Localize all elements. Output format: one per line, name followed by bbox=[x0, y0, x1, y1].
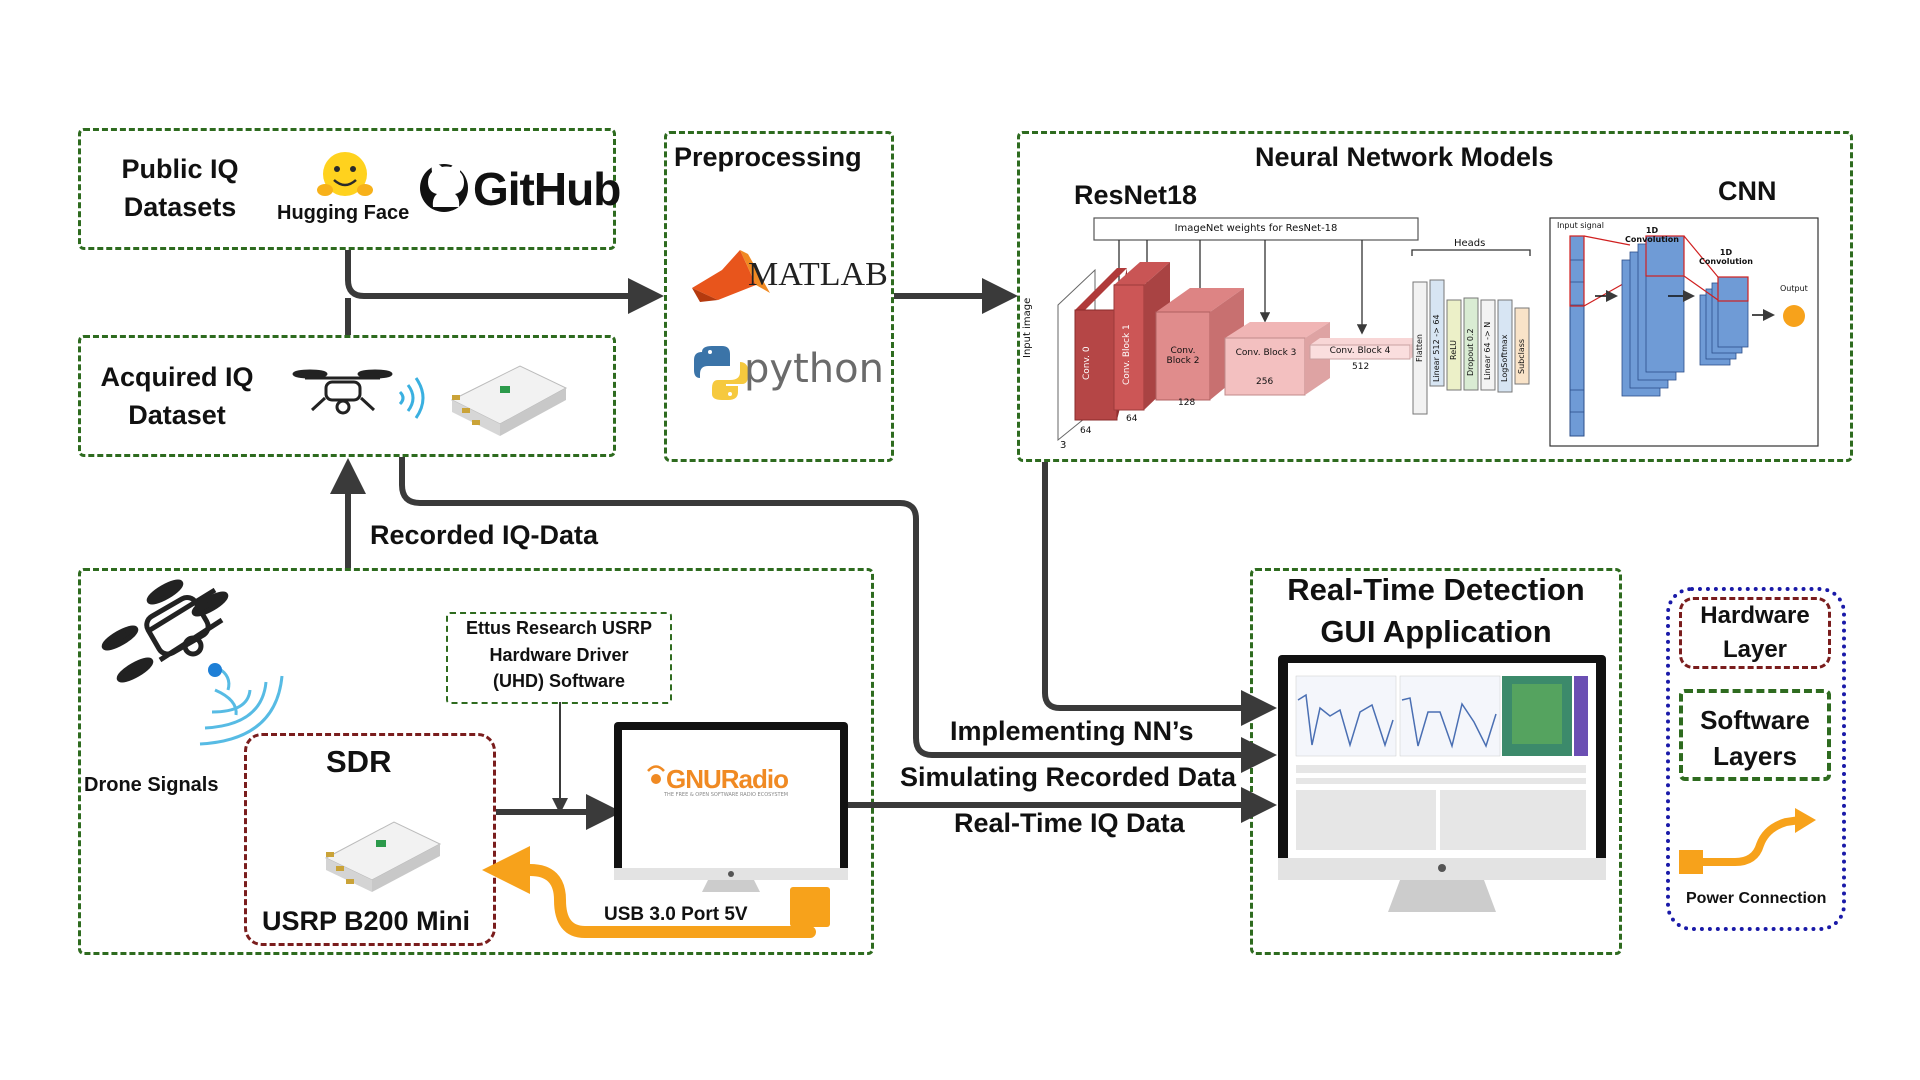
gnuradio-computer bbox=[614, 722, 848, 892]
resnet-block-label: Conv. Block 3 bbox=[1235, 348, 1297, 358]
signal-waves-large bbox=[199, 666, 284, 746]
uhd-box bbox=[446, 612, 672, 704]
resnet-block-size: 512 bbox=[1352, 362, 1370, 372]
legend-software-label: Software bbox=[1700, 705, 1810, 735]
drone-icon-large bbox=[101, 579, 229, 683]
resnet-block-size: 128 bbox=[1178, 398, 1196, 408]
preprocessing-box bbox=[664, 131, 894, 462]
uhd-line: Ettus Research USRP bbox=[465, 618, 653, 638]
nn-title: Neural Network Models bbox=[1255, 142, 1554, 172]
gui-computer bbox=[1278, 655, 1606, 912]
cnn-conv2-label: 1D Convolution bbox=[1699, 248, 1753, 266]
resnet-block-label: Conv. Block 1 bbox=[1122, 324, 1132, 385]
resnet-diagram bbox=[1057, 217, 1531, 442]
sdr-device-label: USRP B200 Mini bbox=[262, 906, 471, 936]
preprocessing-title: Preprocessing bbox=[674, 142, 862, 172]
github-logo bbox=[420, 163, 468, 212]
public-iq-box bbox=[78, 128, 616, 250]
sdr-hardware-box bbox=[244, 733, 496, 946]
legend-software-label2: Layers bbox=[1713, 741, 1797, 771]
resnet-weights-label: ImageNet weights for ResNet-18 bbox=[1174, 223, 1338, 234]
signal-source-dot bbox=[208, 663, 222, 677]
usb-port-label: USB 3.0 Port 5V bbox=[604, 904, 748, 925]
simulating-arrow bbox=[399, 457, 1277, 773]
resnet-block-label: Conv. Block 4 bbox=[1329, 346, 1391, 356]
nn-to-gui-arrow bbox=[1042, 462, 1277, 726]
usb-port-block bbox=[790, 887, 830, 927]
uhd-line: Hardware Driver bbox=[489, 645, 629, 665]
resnet-head-layer: Linear 512 -> 64 bbox=[1432, 314, 1441, 382]
resnet-head-layer: LogSoftmax bbox=[1500, 334, 1509, 382]
sdr-section-box bbox=[78, 568, 874, 955]
resnet-head-layer: Dropout 0.2 bbox=[1466, 328, 1475, 376]
gui-title-line1: Real-Time Detection bbox=[1287, 572, 1585, 607]
resnet-block-size: 64 bbox=[1126, 414, 1138, 424]
cnn-diagram bbox=[1549, 217, 1819, 447]
legend-hardware-swatch bbox=[1679, 597, 1831, 669]
legend-power-label: Power Connection bbox=[1686, 890, 1827, 907]
resnet-input-size: 3 bbox=[1060, 440, 1067, 451]
resnet-block-size: 256 bbox=[1256, 377, 1274, 387]
legend-hardware-label2: Layer bbox=[1722, 636, 1788, 663]
github-label: GitHub bbox=[473, 163, 621, 215]
resnet-head-layer: Linear 64 -> N bbox=[1483, 321, 1492, 380]
acquired-iq-title: Acquired IQ Dataset bbox=[100, 362, 254, 430]
hugging-face-logo bbox=[317, 152, 373, 196]
usb-power-line bbox=[482, 846, 830, 938]
gnuradio-label: GNURadio bbox=[666, 764, 789, 794]
gnuradio-tagline: THE FREE & OPEN SOFTWARE RADIO ECOSYSTEM bbox=[664, 792, 789, 798]
matlab-label: MATLAB bbox=[748, 256, 888, 293]
resnet-head-layer: Subclass bbox=[1517, 338, 1526, 374]
gui-title-line2: GUI Application bbox=[1320, 614, 1552, 649]
drone-signals-label: Drone Signals bbox=[84, 774, 219, 796]
resnet-head-layer: ReLU bbox=[1449, 339, 1458, 360]
gui-screen-plots bbox=[1295, 675, 1588, 850]
cnn-conv1-label: 1D Convolution bbox=[1625, 226, 1679, 244]
resnet-block-label: Conv. 0 bbox=[1082, 346, 1092, 380]
acquired-iq-box bbox=[78, 335, 616, 457]
resnet-head-layer: Flatten bbox=[1415, 334, 1424, 362]
drone-icon-small bbox=[292, 369, 393, 415]
resnet-block-size: 64 bbox=[1080, 426, 1092, 436]
resnet-title: ResNet18 bbox=[1074, 180, 1198, 210]
resnet-heads-label: Heads bbox=[1454, 238, 1486, 249]
cnn-output-label: Output bbox=[1780, 284, 1808, 293]
hugging-face-label: Hugging Face bbox=[277, 202, 410, 224]
implementing-label: Implementing NN’s bbox=[950, 716, 1194, 746]
nn-models-box bbox=[1017, 131, 1853, 462]
legend-hardware-label: Hardware bbox=[1700, 602, 1810, 629]
flow-arrows bbox=[330, 250, 1277, 830]
usrp-b200-device bbox=[324, 821, 442, 892]
resnet-input-label: Input image bbox=[1022, 297, 1033, 358]
python-label: python bbox=[744, 346, 884, 392]
public-iq-title: Public IQ Datasets bbox=[121, 154, 239, 222]
legend-software-swatch bbox=[1679, 689, 1831, 781]
uhd-line: (UHD) Software bbox=[492, 671, 625, 691]
signal-waves-small bbox=[398, 377, 425, 419]
usrp-device-small bbox=[450, 365, 568, 436]
simulating-label: Simulating Recorded Data bbox=[900, 762, 1237, 792]
legend-power-icon bbox=[1679, 808, 1816, 874]
datasets-to-preprocessing-arrow bbox=[345, 250, 664, 314]
python-logo bbox=[694, 346, 748, 400]
matlab-logo bbox=[692, 250, 770, 302]
cnn-input-label: Input signal bbox=[1557, 221, 1604, 230]
sdr-title: SDR bbox=[326, 744, 392, 779]
recorded-iq-label: Recorded IQ-Data bbox=[370, 520, 599, 550]
resnet-block-label: Conv. Block 2 bbox=[1166, 346, 1200, 366]
realtime-iq-label: Real-Time IQ Data bbox=[954, 808, 1185, 838]
legend-box bbox=[1666, 587, 1846, 931]
cnn-title: CNN bbox=[1718, 176, 1777, 206]
